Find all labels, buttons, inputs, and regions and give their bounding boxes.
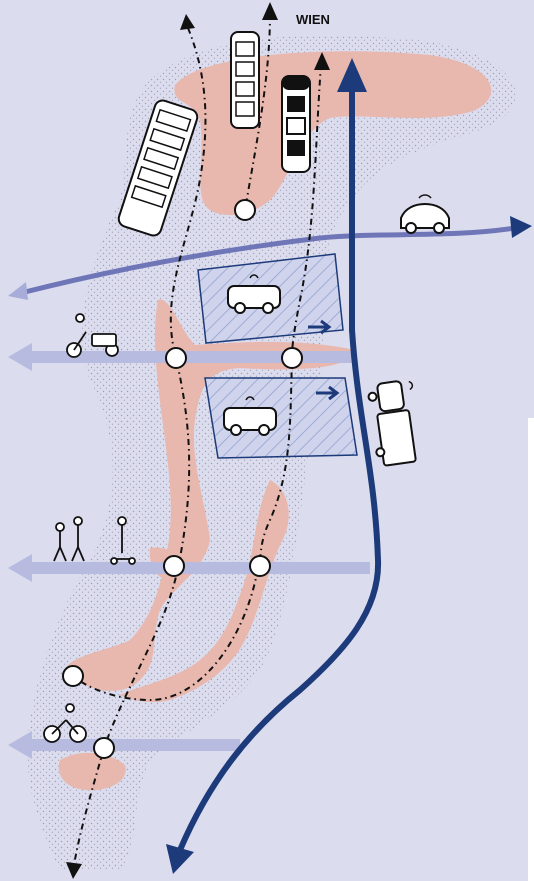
- tram-icon: [231, 32, 259, 128]
- autonomous-truck-icon: [367, 379, 423, 466]
- cross-road-arrow-left: [8, 282, 28, 300]
- main-road-arrow-bottom: [166, 844, 194, 874]
- pedestrians-icon: [54, 517, 84, 561]
- page-edge: [528, 418, 534, 881]
- autonomous-bus-icon: [282, 76, 310, 172]
- city-label: WIEN: [296, 12, 330, 27]
- cross-road-arrow-right: [510, 216, 532, 238]
- side-road-arrowheads: [8, 343, 32, 759]
- autonomous-car-icon: [401, 195, 449, 233]
